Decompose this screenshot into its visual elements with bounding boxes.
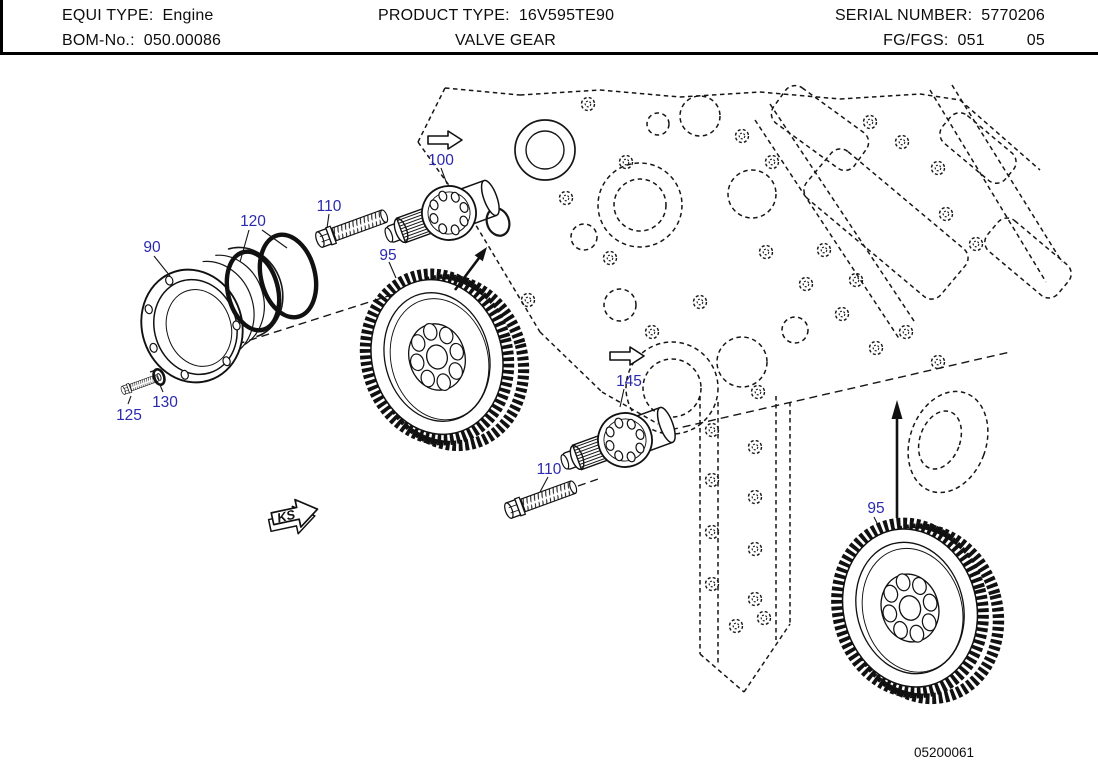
part-110-bolt-lower [501, 477, 580, 521]
part-95-gear-lower [818, 503, 1017, 718]
bom-no-field: BOM-No.: 050.00086 [62, 31, 221, 50]
part-90-cover [140, 246, 284, 384]
callout-110-upper[interactable]: 110 [317, 198, 342, 215]
engine-block-outline [417, 84, 1072, 693]
fgs-value: 05 [1026, 32, 1045, 49]
callout-100[interactable]: 100 [428, 152, 454, 169]
page-header: EQUI TYPE: Engine PRODUCT TYPE: 16V595TE90… [0, 0, 1098, 55]
flow-arrow-100 [427, 130, 463, 150]
part-95-gear-upper [347, 254, 542, 465]
equi-type-field: EQUI TYPE: Engine [62, 6, 214, 25]
equi-type-label: EQUI TYPE: [62, 7, 154, 24]
product-type-field: PRODUCT TYPE: 16V595TE90 [378, 6, 614, 25]
bom-no-value: 050.00086 [143, 32, 222, 49]
flow-arrow-145 [609, 346, 645, 366]
drawing-number: 05200061 [914, 745, 974, 760]
callout-130[interactable]: 130 [152, 394, 178, 411]
part-130-washer [152, 367, 166, 387]
fg-fgs-field: FG/FGS: 051 05 [883, 31, 1045, 50]
left-border-rule [0, 0, 3, 52]
ks-label: KS [276, 506, 297, 525]
fg-fgs-label: FG/FGS: [883, 32, 949, 49]
product-type-value: 16V595TE90 [518, 7, 615, 24]
callout-leader-lines [127, 167, 881, 530]
serial-number-field: SERIAL NUMBER: 5770206 [835, 6, 1045, 25]
bom-no-label: BOM-No.: [62, 32, 135, 49]
assembly-arrow-upper [453, 247, 487, 291]
callout-90[interactable]: 90 [143, 239, 161, 256]
callout-110-lower[interactable]: 110 [537, 461, 562, 478]
assembly-centerlines [149, 281, 1011, 487]
callouts: 90 120 110 100 95 145 110 125 130 95 [116, 152, 885, 517]
callout-120[interactable]: 120 [240, 213, 266, 230]
equi-type-value: Engine [162, 7, 214, 24]
fg-value: 051 [957, 32, 985, 49]
serial-number-value: 5770206 [981, 7, 1045, 24]
callout-95-upper[interactable]: 95 [379, 247, 396, 264]
sheet-title: VALVE GEAR [455, 32, 556, 49]
callout-125[interactable]: 125 [116, 407, 142, 424]
part-145-adapter-hub [551, 396, 683, 490]
ks-direction-arrow: KS [267, 498, 319, 535]
callout-145[interactable]: 145 [616, 373, 642, 390]
assembly-arrow-lower [891, 400, 903, 518]
serial-number-label: SERIAL NUMBER: [834, 7, 973, 24]
callout-95-lower[interactable]: 95 [867, 500, 884, 517]
product-type-label: PRODUCT TYPE: [378, 7, 510, 24]
